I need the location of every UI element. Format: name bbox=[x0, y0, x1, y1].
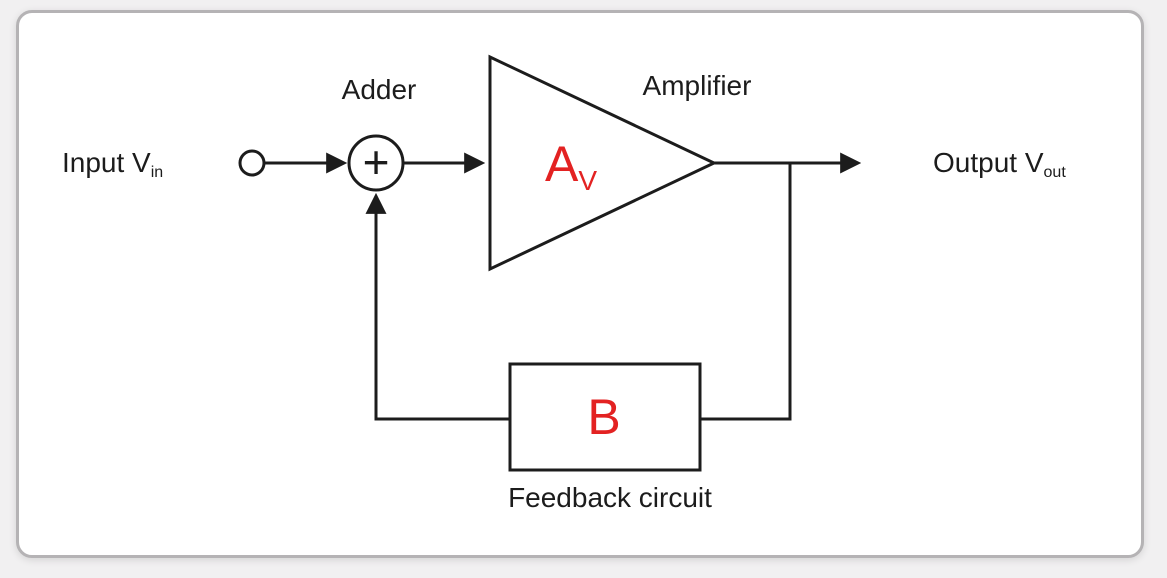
amplifier-triangle bbox=[488, 54, 718, 272]
feedback-gain-label: B bbox=[587, 389, 620, 445]
output-label-main: Output V bbox=[933, 147, 1044, 178]
input-label: Input Vin bbox=[62, 147, 163, 181]
wire-output-to-feedback-box bbox=[700, 163, 792, 421]
input-label-subscript: in bbox=[151, 164, 163, 181]
input-terminal bbox=[238, 149, 266, 177]
feedback-caption: Feedback circuit bbox=[508, 482, 712, 513]
feedback-box bbox=[508, 362, 702, 472]
amplifier-label: Amplifier bbox=[643, 70, 752, 101]
plus-sign: + bbox=[363, 136, 390, 188]
amplifier-gain-label: AV bbox=[545, 136, 597, 196]
adder-label: Adder bbox=[342, 74, 417, 105]
input-label-main: Input V bbox=[62, 147, 151, 178]
output-label-subscript: out bbox=[1044, 164, 1067, 181]
output-label: Output Vout bbox=[933, 147, 1066, 181]
gain-label-subscript: V bbox=[578, 165, 597, 196]
wire-feedback-to-adder bbox=[365, 192, 510, 421]
gain-label-main: A bbox=[545, 136, 579, 192]
